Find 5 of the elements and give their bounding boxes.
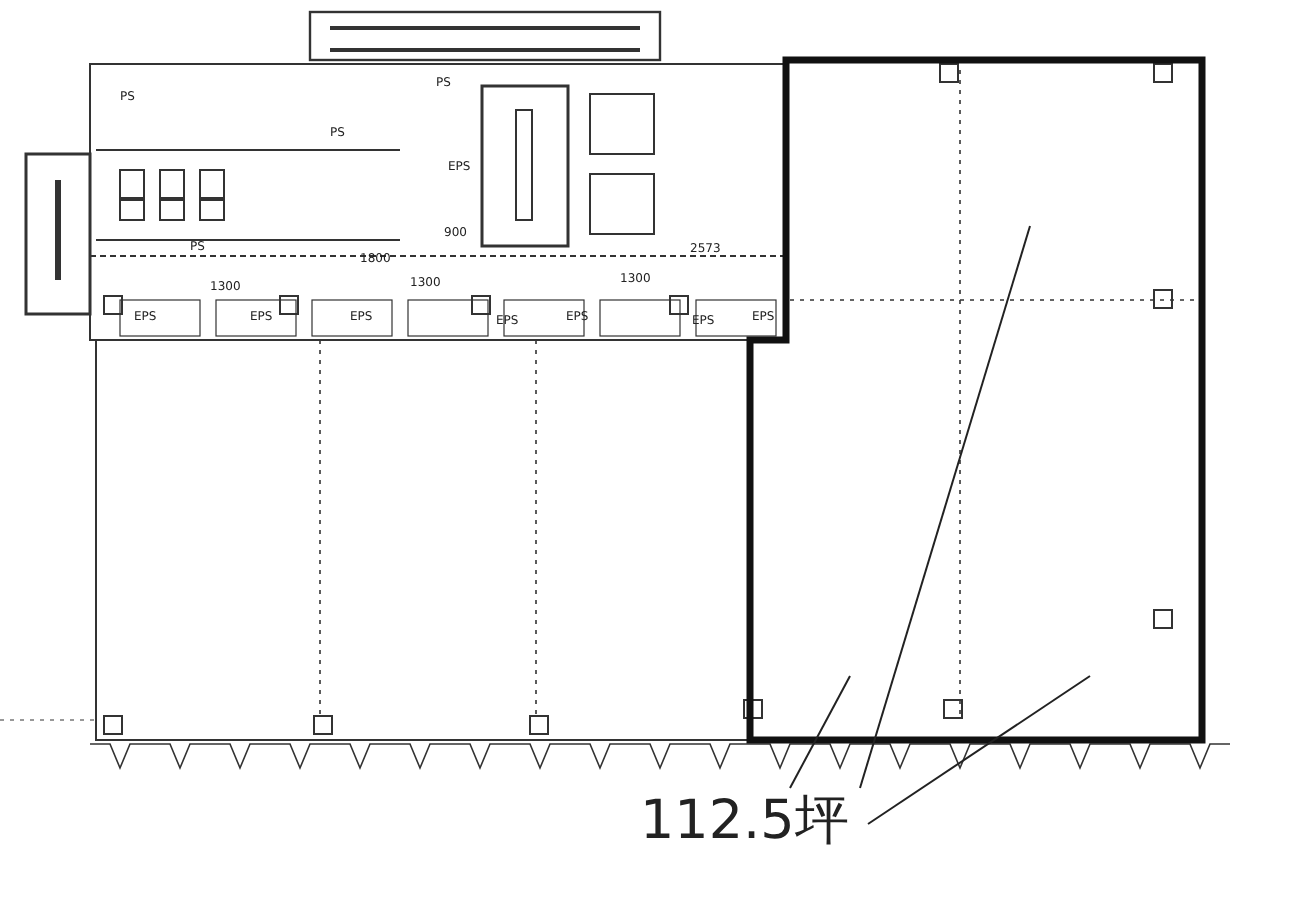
leader-line — [789, 675, 851, 789]
highlighted-area — [746, 56, 1206, 744]
leader-line — [859, 225, 1031, 789]
leader-line — [867, 675, 1091, 825]
area-label: 112.5坪 — [640, 784, 868, 860]
